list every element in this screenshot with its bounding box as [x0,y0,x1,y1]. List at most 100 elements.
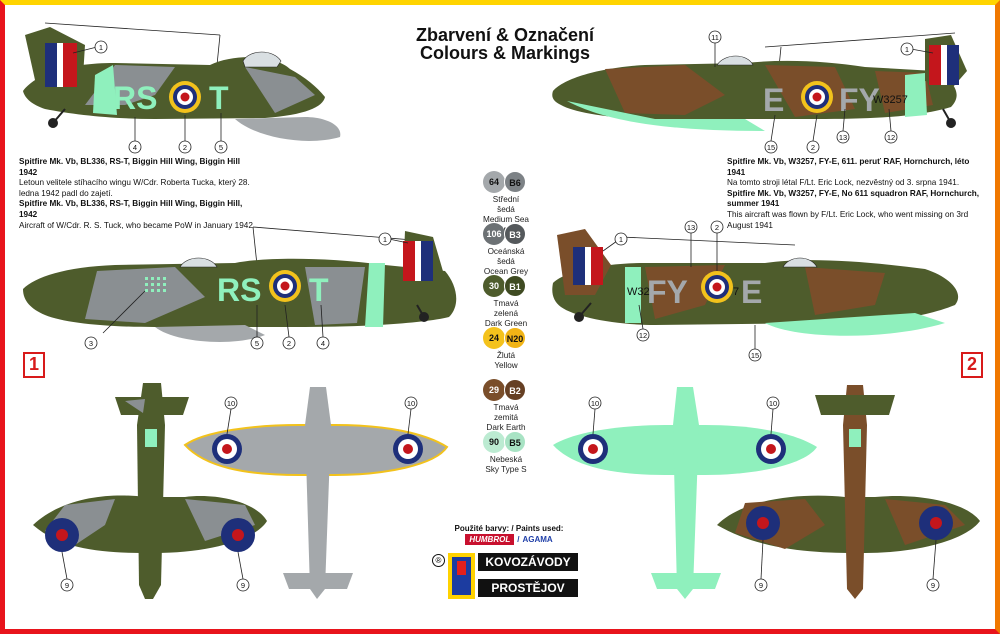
callout-5: 5 [255,339,259,348]
publisher-city: PROSTĚJOV [478,579,578,597]
aircraft1-top-view [33,383,267,599]
option-2-badge: 2 [961,352,983,378]
agama-brand: AGAMA [522,535,553,544]
humbrol-code-dot: 90 [483,431,505,453]
aircraft2-code-fy: FY [647,274,688,310]
callout-10: 10 [407,399,415,408]
agama-code-dot: B1 [504,275,526,297]
callout-2: 2 [183,143,187,152]
paint-name-en: Dark Earth [486,423,526,432]
aircraft2-side-view-right: E FY W3257 [552,32,967,131]
callout-12: 12 [887,133,895,142]
aircraft1-code-right: T [209,80,229,116]
callout-3: 3 [89,339,93,348]
aircraft1-desc-en-text: Aircraft of W/Cdr. R. S. Tuck, who becam… [19,220,253,230]
aircraft2-desc-cz-text: Na tomto stroji létal F/Lt. Eric Lock, n… [727,178,960,188]
paint-swatch: 90 B5 Nebeská Sky Type S [483,431,529,475]
publisher-logo: ® KOVOZÁVODY PROSTĚJOV [432,553,578,600]
paint-name-cz: Žlutá [496,351,516,360]
callout-12: 12 [639,331,647,340]
humbrol-code-dot: 24 [483,327,505,349]
agama-code-dot: N20 [504,327,526,349]
agama-code-dot: B2 [504,379,526,401]
callout-10: 10 [227,399,235,408]
aircraft1-desc-cz-text: Letoun velitele stíhacího wingu W/Cdr. R… [19,178,250,198]
aircraft1-desc-en-title: Spitfire Mk. Vb, BL336, RS-T, Biggin Hil… [19,199,243,219]
aircraft1-side-view-left: RS T [23,226,457,342]
aircraft1-desc-cz-title: Spitfire Mk. Vb, BL336, RS-T, Biggin Hil… [19,157,240,177]
callout-9: 9 [931,581,935,590]
paint-name-cz: Tmavá zelená [493,299,519,318]
aircraft2-code-fy: FY [839,82,880,118]
paint-name-en: Ocean Grey [483,267,529,276]
paint-name-en: Sky Type S [485,465,527,474]
aircraft2-serial-left: W32 [627,286,650,298]
paints-used-label: Použité barvy: / Paints used: [454,524,564,533]
aircraft2-serial: W3257 [873,94,908,106]
aircraft2-serial-right: 7 [733,286,739,298]
callout-5: 5 [219,143,223,152]
paint-swatch: 30 B1 Tmavá zelená Dark Green [483,275,529,329]
paint-name-cz: Oceánská šedá [487,247,525,266]
humbrol-code-dot: 106 [483,223,505,245]
paint-swatch: 24 N20 Žlutá Yellow [483,327,529,371]
humbrol-code-dot: 29 [483,379,505,401]
brand-separator: / [517,535,520,544]
callout-1: 1 [905,45,909,54]
aircraft1-side-view-right: RS T [23,22,341,141]
aircraft2-code-e: E [763,82,784,118]
aircraft2-desc-en-title: Spitfire Mk. Vb, W3257, FY-E, No 611 squ… [727,188,980,209]
kp-logo-icon [448,553,475,599]
aircraft2-bottom-view [553,387,817,599]
aircraft2-desc-cz-title: Spitfire Mk. Vb, W3257, FY-E, 611. peruť… [727,157,970,177]
registered-mark: ® [432,554,445,567]
humbrol-brand: HUMBROL [465,534,515,545]
callout-13: 13 [687,223,695,232]
paint-swatch: 64 B6 Střední šedá Medium Sea Grey [483,171,529,235]
aircraft1-code-left: RS [217,272,261,308]
publisher-name: KOVOZÁVODY [478,553,578,571]
paint-name-cz: Nebeská [489,455,523,464]
callout-10: 10 [769,399,777,408]
callout-1: 1 [619,235,623,244]
agama-code-dot: B5 [504,431,526,453]
paint-name-cz: Střední šedá [492,195,520,214]
paint-name-en: Yellow [494,361,518,370]
aircraft2-top-view [717,385,980,599]
humbrol-code-dot: 30 [483,275,505,297]
callouts [60,30,940,592]
paint-name-en: Dark Green [484,319,528,328]
callout-9: 9 [241,581,245,590]
callout-2: 2 [715,223,719,232]
paint-swatch: 106 B3 Oceánská šedá Ocean Grey [483,223,529,277]
agama-code-dot: B3 [504,223,526,245]
aircraft2-code-e: E [741,274,762,310]
callout-15: 15 [751,351,759,360]
callout-4: 4 [133,143,137,152]
callout-10: 10 [591,399,599,408]
aircraft1-code-right: T [309,272,329,308]
title-english: Colours & Markings [419,43,591,63]
aircraft2-side-view-left: FY E W32 7 [552,229,959,336]
paint-name-cz: Tmavá zemitá [493,403,519,422]
aircraft2-description: Spitfire Mk. Vb, W3257, FY-E, 611. peruť… [727,157,989,231]
paint-swatch: 29 B2 Tmavá zemitá Dark Earth [483,379,529,433]
aircraft2-desc-en-text: This aircraft was flown by F/Lt. Eric Lo… [727,209,969,230]
callout-2: 2 [811,143,815,152]
aircraft1-description: Spitfire Mk. Vb, BL336, RS-T, Biggin Hil… [19,157,259,231]
humbrol-code-dot: 64 [483,171,505,193]
callout-1: 1 [99,43,103,52]
callout-11: 11 [711,33,719,42]
callout-15: 15 [767,143,775,152]
callout-13: 13 [839,133,847,142]
paints-used-legend: Použité barvy: / Paints used: HUMBROL / … [429,524,589,545]
callout-2: 2 [287,339,291,348]
aircraft-artwork: RS T RS T [23,22,980,599]
callout-9: 9 [65,581,69,590]
agama-code-dot: B6 [504,171,526,193]
aircraft1-code-left: RS [113,80,157,116]
option-1-badge: 1 [23,352,45,378]
callout-4: 4 [321,339,325,348]
title-czech: Zbarvení & Označení [415,25,595,45]
